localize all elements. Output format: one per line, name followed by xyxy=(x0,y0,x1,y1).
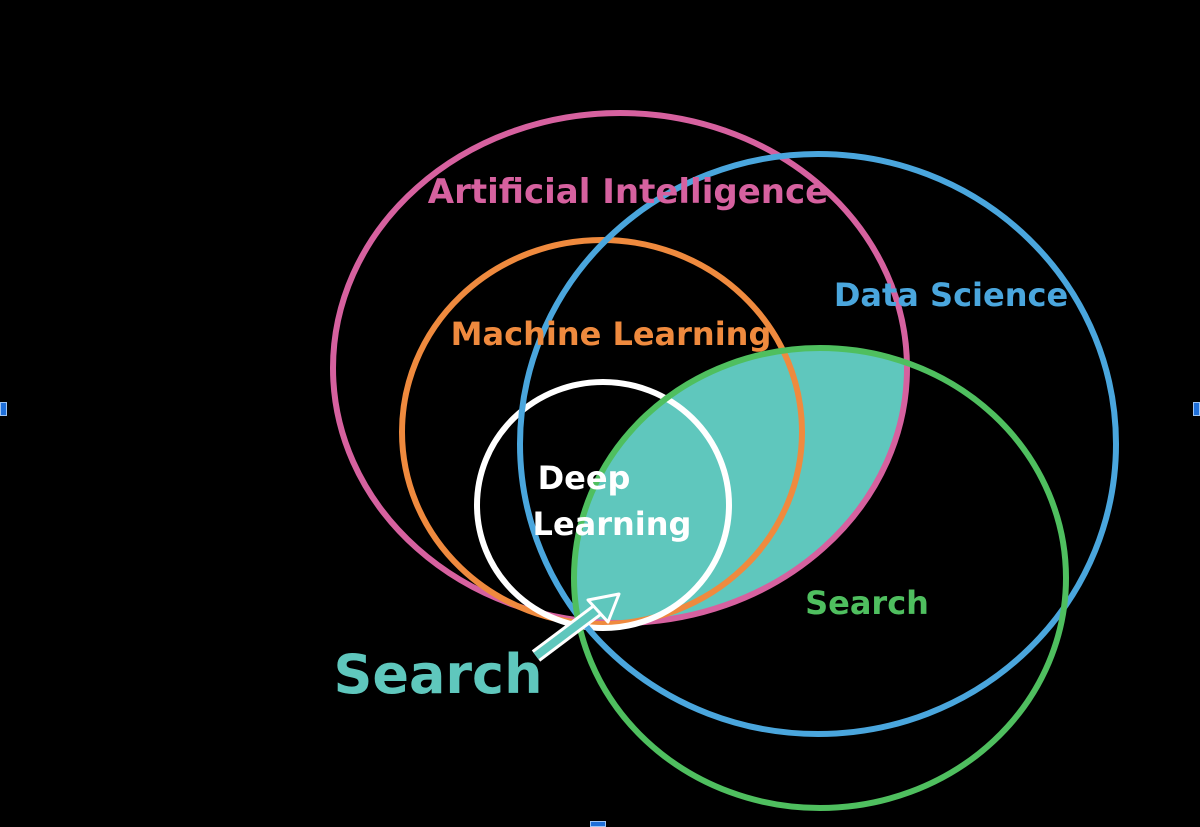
data-science-circle xyxy=(517,151,1119,737)
deep-learning-circle xyxy=(474,379,732,631)
artificial-intelligence-label: Artificial Intelligence xyxy=(428,172,828,212)
data-science-label: Data Science xyxy=(834,276,1068,314)
left-handle[interactable] xyxy=(0,402,7,416)
bottom-handle[interactable] xyxy=(590,821,606,827)
search-circle xyxy=(571,345,1069,811)
right-handle[interactable] xyxy=(1193,402,1200,416)
search-callout-label: Search xyxy=(333,643,542,706)
search-label: Search xyxy=(805,584,929,622)
deep-learning-label-line1: Deep xyxy=(538,459,631,497)
callout-arrow xyxy=(531,592,621,662)
deep-learning-label-line2: Learning xyxy=(533,505,692,543)
machine-learning-label: Machine Learning xyxy=(451,315,772,353)
